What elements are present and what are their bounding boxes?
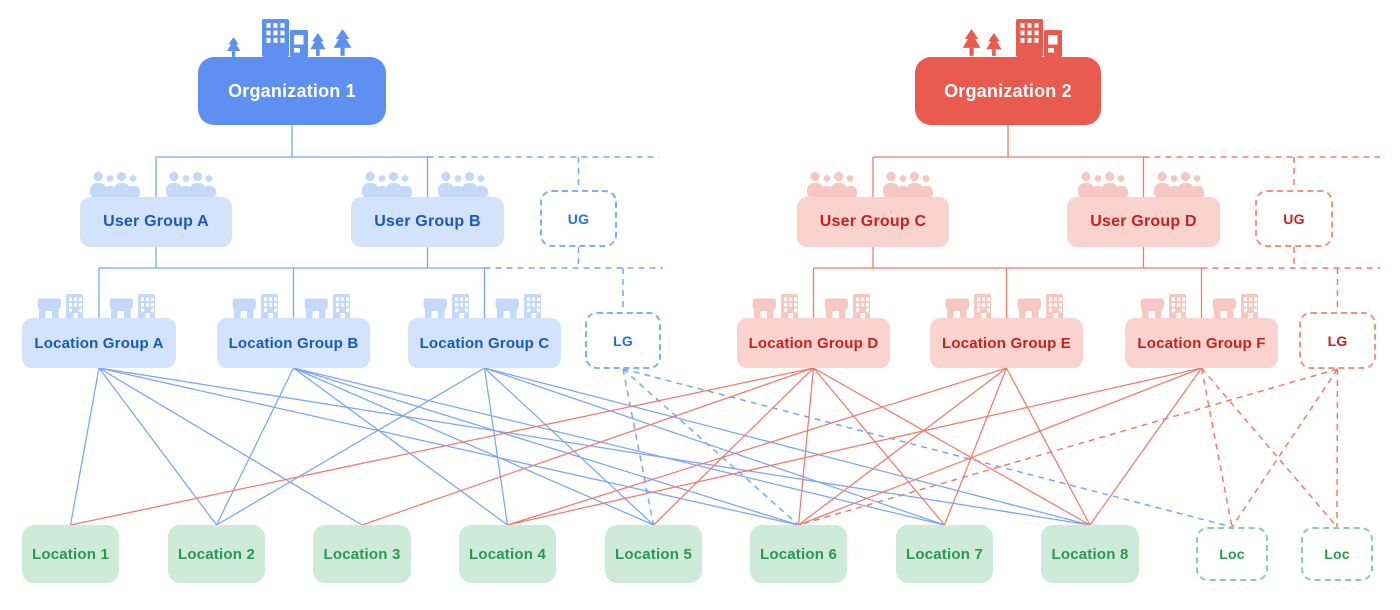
node-loc2: Location 2 <box>168 525 265 583</box>
node-ugC: User Group C <box>797 197 949 247</box>
organization-icon <box>308 33 328 56</box>
node-loc5: Location 5 <box>605 525 702 583</box>
user-group-people-icon <box>1153 171 1210 199</box>
organization-icon <box>331 29 354 56</box>
user-group-people-icon <box>883 171 939 199</box>
location-group-stores-icon <box>232 294 284 320</box>
node-loc4: Location 4 <box>459 525 556 583</box>
location-group-stores-icon <box>109 294 161 320</box>
location-group-stores-icon <box>1212 294 1264 320</box>
user-group-people-icon <box>1077 171 1134 199</box>
node-loc1: Location 1 <box>22 525 119 583</box>
node-loc8: Location 8 <box>1041 525 1139 583</box>
node-ugD: User Group D <box>1067 197 1220 247</box>
location-group-stores-icon <box>945 294 997 320</box>
node-lgDash2: LG <box>1299 312 1376 369</box>
node-locDash2: Loc <box>1301 527 1373 581</box>
node-lgE: Location Group E <box>930 318 1083 368</box>
node-lgF: Location Group F <box>1125 318 1278 368</box>
location-group-stores-icon <box>304 294 356 320</box>
node-loc6: Location 6 <box>750 525 847 583</box>
organization-icon <box>1016 19 1062 57</box>
node-lgC: Location Group C <box>408 318 561 368</box>
node-lgA: Location Group A <box>22 318 176 368</box>
user-group-people-icon <box>90 171 146 199</box>
location-group-stores-icon <box>824 294 876 320</box>
location-group-stores-icon <box>1140 294 1192 320</box>
node-ugDash2: UG <box>1255 190 1333 247</box>
location-group-stores-icon <box>1017 294 1069 320</box>
node-ugDash1: UG <box>540 190 617 247</box>
user-group-people-icon <box>807 171 863 199</box>
user-group-people-icon <box>361 171 418 199</box>
user-group-people-icon <box>166 171 222 199</box>
node-loc3: Location 3 <box>313 525 411 583</box>
node-lgD: Location Group D <box>737 318 890 368</box>
location-group-stores-icon <box>423 294 475 320</box>
organization-icon <box>984 33 1004 56</box>
node-ugA: User Group A <box>80 197 232 247</box>
node-ugB: User Group B <box>351 197 504 247</box>
node-lgDash1: LG <box>585 312 661 369</box>
node-org2: Organization 2 <box>915 57 1101 125</box>
organization-icon <box>262 19 308 57</box>
location-group-stores-icon <box>752 294 804 320</box>
node-lgB: Location Group B <box>217 318 370 368</box>
node-locDash1: Loc <box>1196 527 1268 581</box>
user-group-people-icon <box>437 171 494 199</box>
node-loc7: Location 7 <box>896 525 993 583</box>
node-org1: Organization 1 <box>198 57 386 125</box>
organization-icon <box>960 29 983 56</box>
location-group-stores-icon <box>495 294 547 320</box>
organization-icon <box>225 37 242 57</box>
location-group-stores-icon <box>37 294 89 320</box>
